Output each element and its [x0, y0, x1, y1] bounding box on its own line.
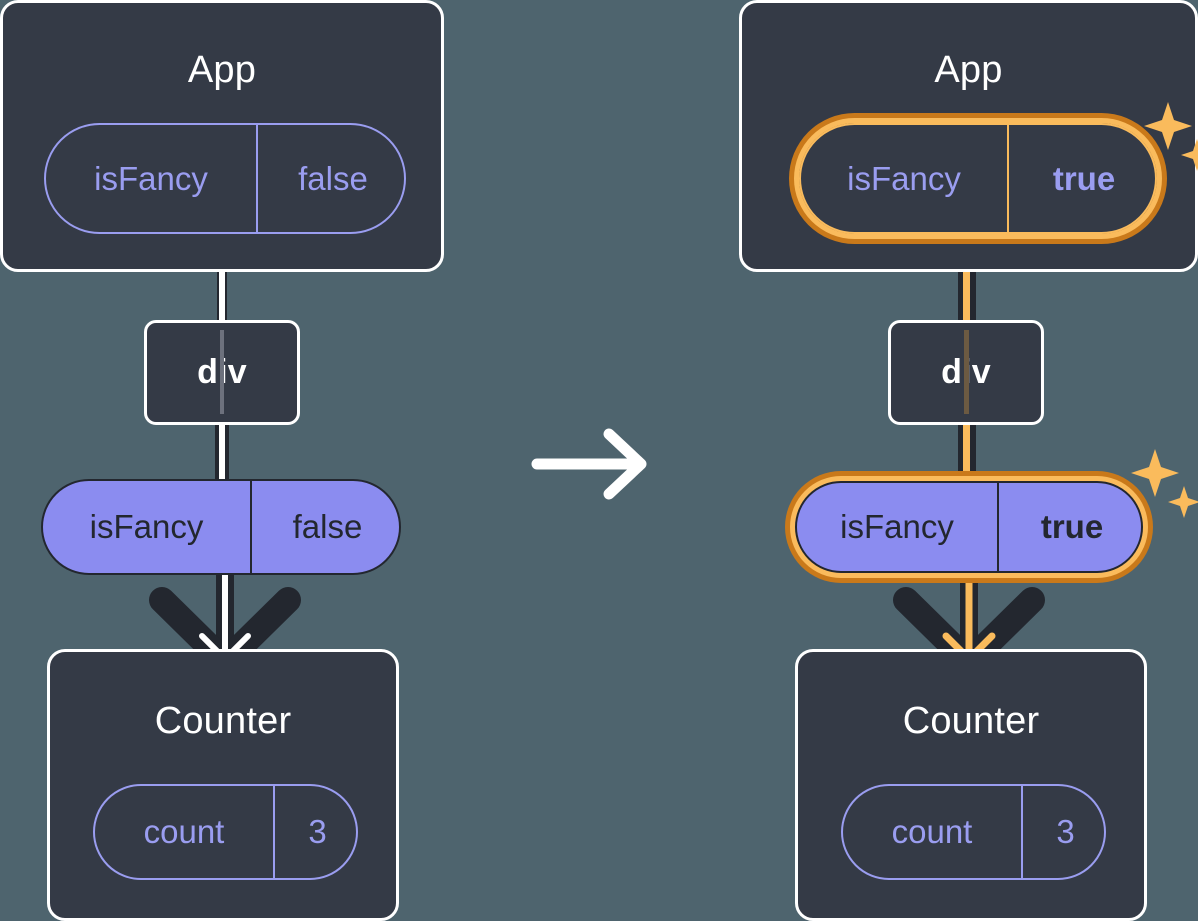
sparkle-icon: [1144, 102, 1198, 171]
sparkle-icon: [1131, 449, 1198, 518]
app-state-pill[interactable]: isFancy true: [799, 123, 1157, 234]
edge-app-to-div: [963, 230, 970, 322]
edge-div-to-prop: [219, 424, 225, 486]
counter-component-box: Counter count 3: [795, 649, 1147, 921]
counter-state-pill[interactable]: count 3: [93, 784, 358, 880]
counter-state-value: 3: [1021, 786, 1108, 878]
prop-key: isFancy: [89, 508, 204, 545]
edge-div-to-prop: [963, 424, 970, 486]
app-state-key: isFancy: [847, 159, 961, 197]
prop-value: false: [250, 481, 403, 573]
counter-title: Counter: [902, 700, 1040, 742]
app-state-value: true: [1007, 125, 1159, 232]
counter-state-pill[interactable]: count 3: [841, 784, 1106, 880]
panel-after: App isFancy true div isFancy true: [599, 0, 1198, 921]
counter-component-box: Counter count 3: [47, 649, 399, 921]
counter-state-value: 3: [273, 786, 360, 878]
app-state-key: isFancy: [94, 159, 208, 197]
prop-pill[interactable]: isFancy true: [795, 481, 1143, 573]
app-state-value: false: [256, 125, 408, 232]
arrow-right-icon: [531, 428, 647, 500]
prop-key: isFancy: [840, 508, 954, 545]
panel-before: App isFancy false div isFancy false: [0, 0, 444, 921]
edge-through-div: [964, 330, 969, 414]
app-component-box: App isFancy false: [0, 0, 444, 272]
app-title: App: [934, 49, 1003, 91]
app-component-box: App isFancy true: [739, 0, 1198, 272]
prop-pill[interactable]: isFancy false: [41, 479, 401, 575]
counter-state-key: count: [143, 813, 225, 850]
counter-state-key: count: [891, 813, 973, 850]
app-title: App: [187, 49, 257, 91]
app-state-pill[interactable]: isFancy false: [44, 123, 406, 234]
prop-value: true: [997, 483, 1145, 571]
edge-app-to-div: [219, 268, 225, 322]
edge-through-div: [220, 330, 224, 414]
counter-title: Counter: [154, 700, 292, 742]
